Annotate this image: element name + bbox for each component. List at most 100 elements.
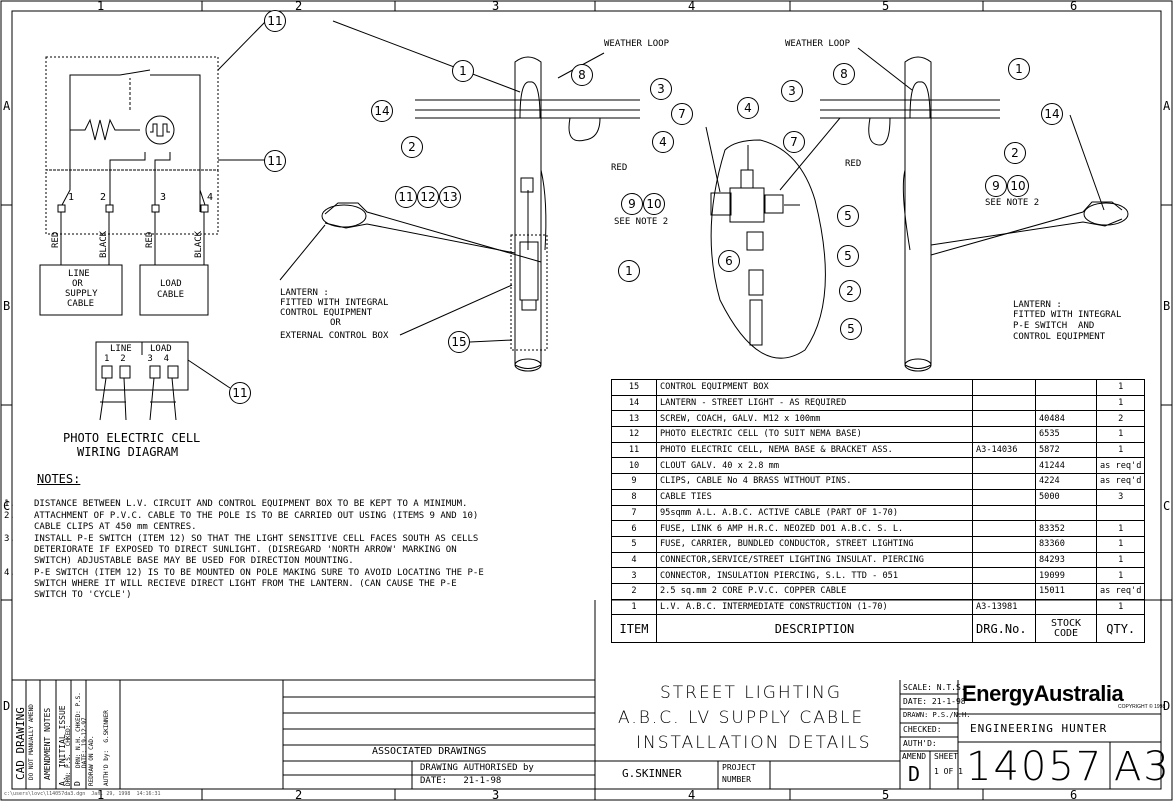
cell-drg bbox=[972, 535, 1036, 553]
sheet-size: A3 bbox=[1114, 744, 1171, 790]
cell-item: 7 bbox=[611, 504, 657, 522]
copyright: COPYRIGHT © 1998 bbox=[1118, 704, 1166, 710]
grid-col-1: 1 bbox=[97, 0, 105, 13]
cell-drg bbox=[972, 520, 1036, 537]
terminal-2: 2 bbox=[100, 192, 107, 203]
cell-drg bbox=[972, 567, 1036, 584]
header-item: ITEM bbox=[611, 614, 657, 644]
weather-loop-label: WEATHER LOOP bbox=[604, 39, 670, 49]
lantern-right-line: FITTED WITH INTEGRAL bbox=[1013, 310, 1122, 320]
amendment-notes-label: AMENDMENT NOTES bbox=[43, 707, 52, 780]
grid-row-c-right: C bbox=[1163, 499, 1171, 513]
balloon-6: 6 bbox=[718, 250, 740, 272]
balloon-2: 2 bbox=[839, 280, 861, 302]
file-path: c:\users\lovc\l14057da3.dgn Jan. 29, 199… bbox=[4, 791, 161, 797]
do-not-amend-label: DO NOT MANUALLY AMEND bbox=[28, 704, 35, 780]
cell-desc: FUSE, LINK 6 AMP H.R.C. NEOZED DO1 A.B.C… bbox=[656, 520, 973, 537]
grid-col-4-bottom: 4 bbox=[688, 788, 696, 802]
header-stock: STOCK CODE bbox=[1035, 614, 1097, 644]
cell-drg bbox=[972, 473, 1036, 490]
balloon-4: 4 bbox=[652, 131, 674, 153]
balloon-5: 5 bbox=[837, 245, 859, 267]
note-number: 1. bbox=[4, 499, 15, 509]
cell-desc: 2.5 sq.mm 2 CORE P.V.C. COPPER CABLE bbox=[656, 582, 973, 600]
cell-qty: 1 bbox=[1095, 535, 1146, 553]
header-desc: DESCRIPTION bbox=[656, 614, 973, 644]
lantern-left-line: EXTERNAL CONTROL BOX bbox=[280, 331, 389, 341]
drawing-title: STREET LIGHTING bbox=[660, 683, 842, 703]
line-box-text: OR bbox=[72, 279, 83, 289]
cell-drg bbox=[972, 410, 1036, 428]
cell-item: 10 bbox=[611, 457, 657, 475]
cell-drg bbox=[972, 488, 1036, 506]
date-field: DATE: 21-1-98 bbox=[903, 697, 966, 706]
scale-field: SCALE: N.T.S. bbox=[903, 683, 966, 692]
line-box-text: CABLE bbox=[67, 299, 95, 309]
cell-qty: as req'd bbox=[1095, 582, 1146, 600]
cell-drg bbox=[972, 394, 1036, 412]
wire-red: RED bbox=[145, 231, 155, 248]
cell-drg: A3-13981 bbox=[972, 598, 1036, 616]
drawn-field: DRAWN: P.S./N.H. bbox=[903, 711, 971, 719]
grid-col-5-bottom: 5 bbox=[882, 788, 890, 802]
note-number: 2. bbox=[4, 511, 15, 521]
authorised-date: DATE: 21-1-98 bbox=[420, 776, 502, 786]
cell-desc: SCREW, COACH, GALV. M12 x 100mm bbox=[656, 410, 973, 428]
grid-col-3-bottom: 3 bbox=[492, 788, 500, 802]
balloon-2: 2 bbox=[1004, 142, 1026, 164]
number-label: NUMBER bbox=[722, 775, 751, 784]
cell-stock: 15011 bbox=[1035, 582, 1097, 600]
weather-loop-label: WEATHER LOOP bbox=[785, 39, 851, 49]
cell-drg bbox=[972, 551, 1036, 569]
amend-d-letter: D bbox=[73, 781, 82, 786]
cell-stock: 40484 bbox=[1035, 410, 1097, 428]
cell-stock bbox=[1035, 598, 1097, 616]
cell-qty: 1 bbox=[1095, 567, 1146, 584]
cell-desc: CONNECTOR, INSULATION PIERCING, S.L. TTD… bbox=[656, 567, 973, 584]
lantern-left-line: OR bbox=[330, 318, 341, 328]
cell-desc: CABLE TIES bbox=[656, 488, 973, 506]
socket-load-label: LOAD bbox=[150, 344, 172, 354]
grid-col-6-bottom: 6 bbox=[1070, 788, 1078, 802]
cell-item: 12 bbox=[611, 426, 657, 443]
cell-drg bbox=[972, 457, 1036, 475]
cell-desc: CONTROL EQUIPMENT BOX bbox=[656, 379, 973, 396]
grid-col-3: 3 bbox=[492, 0, 500, 13]
balloon-1: 1 bbox=[452, 60, 474, 82]
balloon-11: 11 bbox=[264, 10, 286, 32]
cell-item: 6 bbox=[611, 520, 657, 537]
cell-drg bbox=[972, 426, 1036, 443]
note-line: SWITCH WHERE IT WILL RECIEVE DIRECT LIGH… bbox=[34, 579, 457, 589]
cell-item: 2 bbox=[611, 582, 657, 600]
cell-stock: 83360 bbox=[1035, 535, 1097, 553]
balloon-14: 14 bbox=[371, 100, 393, 122]
cell-stock: 83352 bbox=[1035, 520, 1097, 537]
cell-item: 15 bbox=[611, 379, 657, 396]
cell-drg bbox=[972, 582, 1036, 600]
cell-item: 9 bbox=[611, 473, 657, 490]
lantern-left-line: LANTERN : bbox=[280, 288, 329, 298]
signer-name: G.SKINNER bbox=[622, 767, 682, 780]
see-note-label: SEE NOTE 2 bbox=[614, 217, 669, 227]
wiring-title: WIRING DIAGRAM bbox=[77, 445, 179, 459]
balloon-12: 12 bbox=[417, 186, 439, 208]
cell-item: 4 bbox=[611, 551, 657, 569]
balloon-7: 7 bbox=[783, 131, 805, 153]
cell-desc: LANTERN - STREET LIGHT - AS REQUIRED bbox=[656, 394, 973, 412]
authd-field: AUTH'D: bbox=[903, 739, 937, 748]
cell-desc: CLIPS, CABLE No 4 BRASS WITHOUT PINS. bbox=[656, 473, 973, 490]
cell-qty: 1 bbox=[1095, 520, 1146, 537]
note-number: 3. bbox=[4, 534, 15, 544]
cell-item: 14 bbox=[611, 394, 657, 412]
balloon-7: 7 bbox=[671, 103, 693, 125]
cell-drg bbox=[972, 504, 1036, 522]
cell-item: 8 bbox=[611, 488, 657, 506]
cell-qty: 1 bbox=[1095, 426, 1146, 443]
